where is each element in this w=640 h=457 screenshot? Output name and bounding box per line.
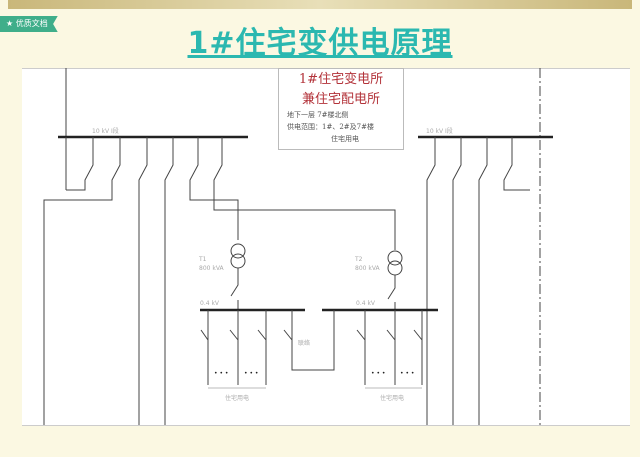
load-right-label: 住宅用电 (380, 395, 405, 402)
dots: • • • (214, 370, 229, 377)
dots: • • • (371, 370, 386, 377)
t1-rating: 800 kVA (199, 265, 224, 272)
top-banner (8, 0, 632, 9)
t2-name: T2 (355, 256, 363, 263)
lv-bus-right-label: 0.4 kV (356, 300, 376, 307)
load-left-label: 住宅用电 (225, 395, 250, 402)
t2-rating: 800 kVA (355, 265, 380, 272)
info-supply-range: 供电范围：1#、2#及7#楼 (287, 123, 374, 131)
info-heading-2: 兼住宅配电所 (301, 92, 380, 107)
hv-feeders-left (43, 137, 396, 425)
hv-feeders-right (426, 137, 530, 425)
transformer-t1 (230, 243, 246, 310)
info-location: 地下一层 7#楼北侧 (287, 111, 349, 119)
transformer-t2 (387, 250, 403, 310)
page-title: 1#住宅变供电原理 (187, 26, 453, 61)
hv-bus-right-label: 10 kV I段 (426, 128, 453, 135)
tie-label: 联络 (298, 340, 311, 347)
dots: • • • (400, 370, 415, 377)
substation-info-box: 1#住宅变电所 兼住宅配电所 地下一层 7#楼北侧 供电范围：1#、2#及7#楼… (278, 68, 404, 150)
info-usage: 住宅用电 (331, 135, 359, 143)
lv-bus-left-label: 0.4 kV (200, 300, 220, 307)
hv-bus-left-label: 10 kV I段 (92, 128, 119, 135)
info-heading-1: 1#住宅变电所 (298, 72, 384, 87)
t1-name: T1 (199, 256, 207, 263)
quality-doc-badge: ★ 优质文档 (0, 16, 58, 32)
dots: • • • (244, 370, 259, 377)
